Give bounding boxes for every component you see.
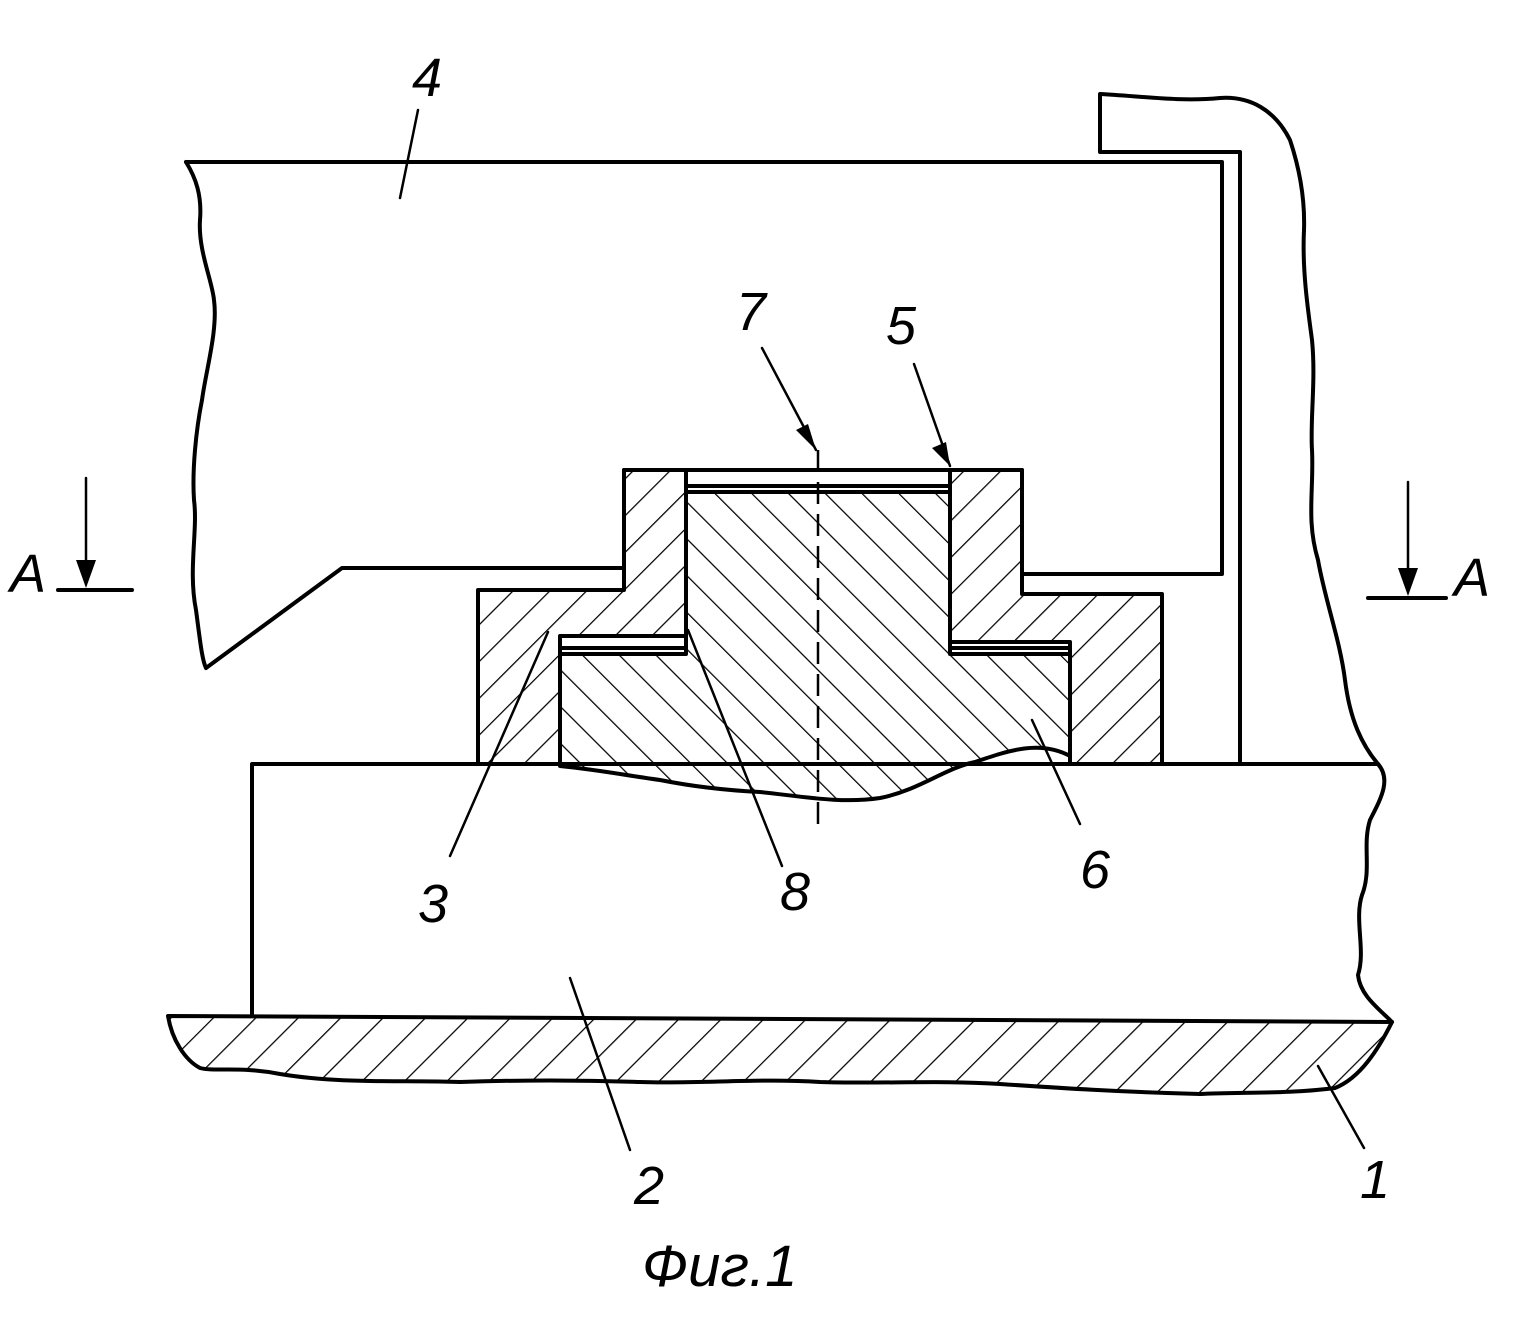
- label-part-3: 3: [418, 874, 448, 934]
- label-part-6: 6: [1080, 840, 1111, 900]
- section-label-right: A: [1451, 548, 1490, 608]
- label-part-5: 5: [886, 296, 917, 356]
- base-plate-part-1: [168, 1016, 1392, 1094]
- label-part-2: 2: [633, 1156, 664, 1216]
- section-marker-left: [58, 478, 132, 590]
- section-label-left: A: [7, 544, 46, 604]
- label-part-7: 7: [736, 282, 768, 342]
- label-part-4: 4: [412, 48, 442, 108]
- figure-caption: Фиг.1: [642, 1234, 797, 1299]
- label-part-1: 1: [1360, 1150, 1390, 1210]
- label-part-8: 8: [780, 862, 810, 922]
- section-marker-right: [1368, 482, 1446, 598]
